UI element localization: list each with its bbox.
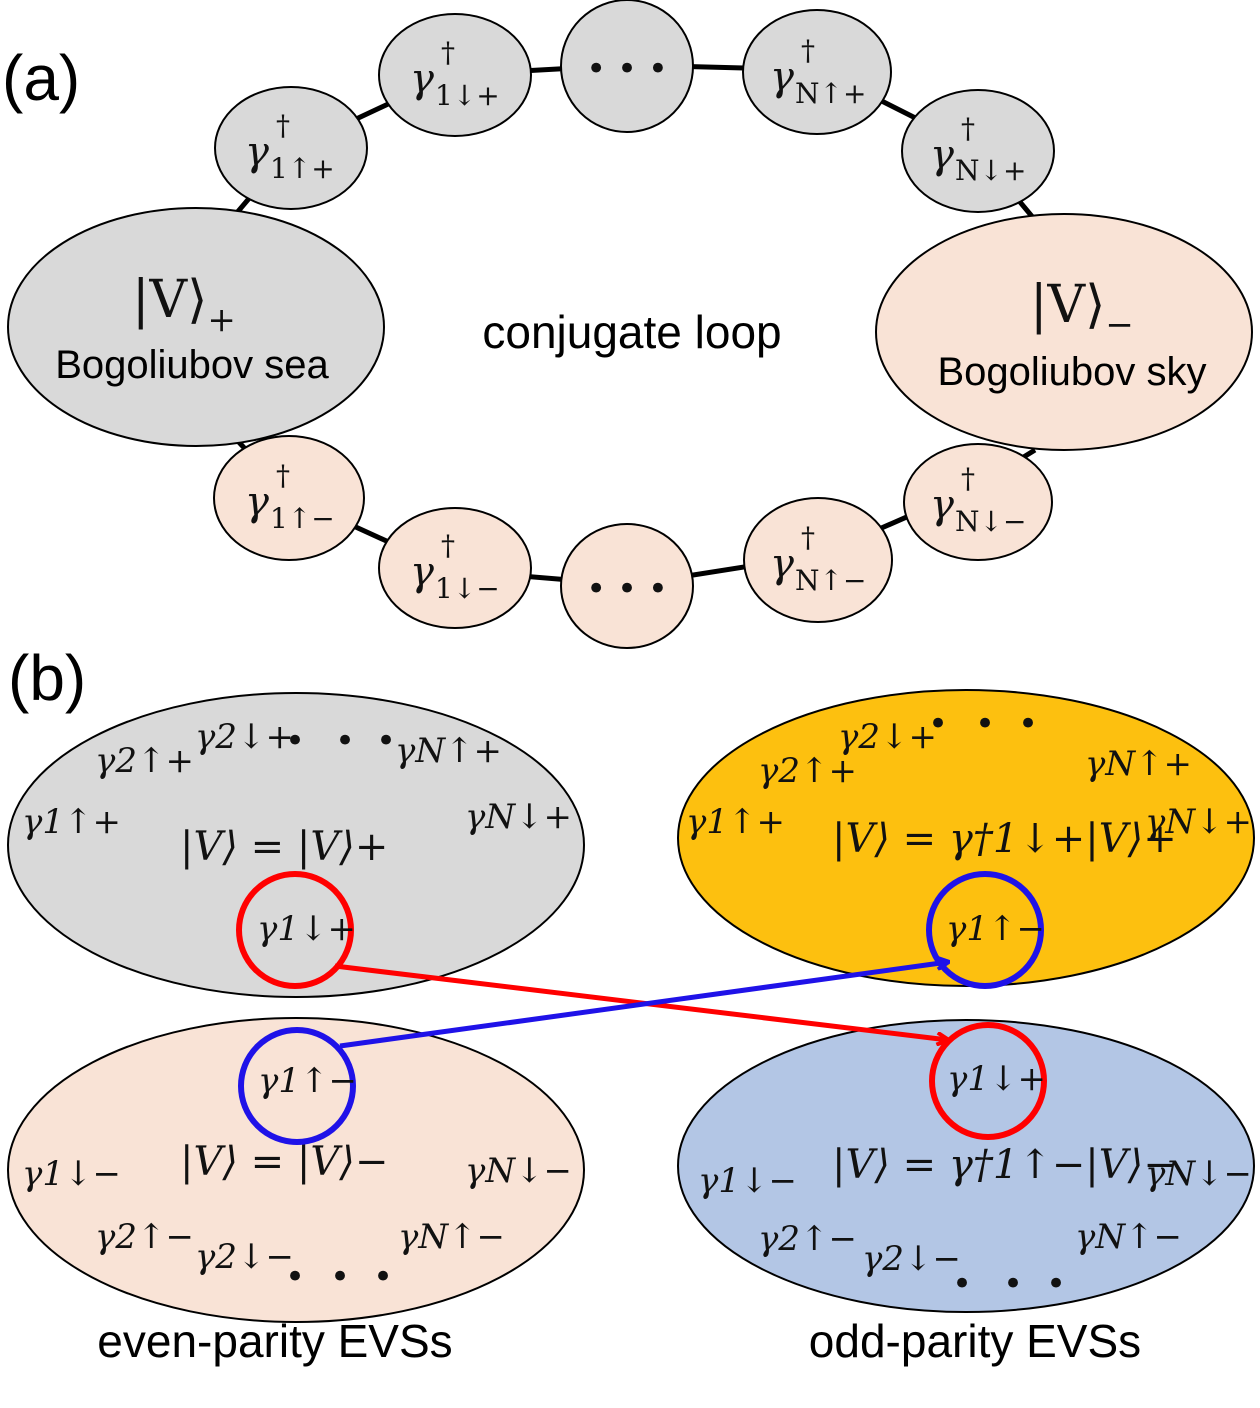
- svg-text:•: •: [330, 1257, 350, 1297]
- op-node-Nup-plus: γ † N↑+: [742, 9, 892, 135]
- svg-text:•: •: [952, 1264, 972, 1304]
- svg-text:γ: γ: [410, 549, 434, 595]
- svg-text:†: †: [961, 112, 975, 145]
- svg-text:•: •: [335, 721, 355, 761]
- svg-text:γN↓+: γN↓+: [1145, 802, 1252, 842]
- state-odd-plus: |V⟩ = γ†1↓+|V⟩+: [832, 816, 1177, 862]
- svg-text:γ2↓+: γ2↓+: [195, 717, 294, 757]
- sea-ket: |V⟩+: [132, 270, 236, 340]
- svg-text:γ1↓−: γ1↓−: [22, 1154, 121, 1194]
- highlight-g1up-minus-target: γ1↑−: [926, 871, 1045, 989]
- svg-text:γN↑+: γN↑+: [1085, 744, 1192, 784]
- svg-text:•: •: [1018, 704, 1038, 744]
- svg-text:γ: γ: [410, 56, 434, 102]
- svg-text:•: •: [285, 721, 305, 761]
- even-plus-ellipse: γ2↑+ γ2↓+ • • • γN↑+ γ1↑+ γN↓+ |V⟩ = |V⟩…: [7, 692, 585, 998]
- svg-text:•: •: [285, 1257, 305, 1297]
- svg-text:γ: γ: [770, 541, 794, 587]
- state-even-plus: |V⟩ = |V⟩+: [180, 824, 388, 870]
- panel-b-label: (b): [8, 642, 86, 714]
- svg-text:γ1↑+: γ1↑+: [22, 802, 121, 842]
- highlight-g1dn-plus-source: γ1↓+: [236, 871, 356, 989]
- svg-text:γ2↑−: γ2↑−: [95, 1217, 194, 1257]
- bogoliubov-sky-node: |V⟩− Bogoliubov sky: [875, 213, 1253, 451]
- svg-text:γ1↓−: γ1↓−: [698, 1161, 797, 1201]
- sky-ket: |V⟩−: [1030, 275, 1134, 345]
- panel-a: (a) |V⟩+ Bogoliubov sea |V⟩− Bogoliubov …: [2, 0, 1253, 649]
- svg-text:†: †: [801, 521, 815, 554]
- svg-text:†: †: [441, 36, 455, 69]
- svg-text:†: †: [801, 34, 815, 67]
- op-node-1up-plus: γ † 1↑+: [214, 86, 368, 210]
- svg-text:1↑+: 1↑+: [270, 152, 335, 185]
- svg-text:γN↑−: γN↑−: [1075, 1217, 1182, 1257]
- svg-text:γ1↓+: γ1↓+: [257, 909, 356, 949]
- svg-text:•: •: [928, 704, 948, 744]
- svg-text:•: •: [1046, 1264, 1066, 1304]
- svg-text:γN↓−: γN↓−: [1145, 1154, 1252, 1194]
- svg-text:γN↑+: γN↑+: [395, 731, 502, 771]
- svg-text:γ1↓+: γ1↓+: [947, 1059, 1046, 1099]
- odd-parity-caption: odd-parity EVSs: [809, 1315, 1141, 1367]
- sea-caption: Bogoliubov sea: [55, 343, 329, 387]
- op-node-Nup-minus: γ † N↑−: [743, 497, 893, 623]
- svg-text:•: •: [975, 704, 995, 744]
- even-minus-ellipse: γ1↓− γN↓− |V⟩ = |V⟩− γ2↑− γ2↓− • • • γN↑…: [7, 1017, 585, 1323]
- svg-text:†: †: [961, 462, 975, 495]
- svg-text:•: •: [376, 721, 396, 761]
- svg-text:1↓+: 1↓+: [435, 79, 500, 112]
- svg-text:1↓−: 1↓−: [435, 572, 500, 605]
- op-node-Ndn-plus: γ † N↓+: [901, 89, 1055, 213]
- op-node-dots-top: • • •: [560, 0, 694, 133]
- svg-text:γN↓−: γN↓−: [465, 1151, 572, 1191]
- op-node-1dn-plus: γ † 1↓+: [378, 13, 532, 137]
- svg-text:•: •: [1003, 1264, 1023, 1304]
- svg-text:N↑+: N↑+: [795, 77, 866, 110]
- conjugate-loop-label: conjugate loop: [482, 306, 781, 358]
- svg-text:γ2↓−: γ2↓−: [862, 1239, 961, 1279]
- svg-text:γ2↓+: γ2↓+: [838, 717, 937, 757]
- svg-text:γ1↑−: γ1↑−: [946, 909, 1045, 949]
- svg-text:N↓−: N↓−: [955, 505, 1026, 538]
- highlight-g1dn-plus-target: γ1↓+: [929, 1022, 1047, 1140]
- dots-bottom: • • •: [586, 569, 668, 609]
- svg-text:N↑−: N↑−: [795, 564, 866, 597]
- svg-text:γ2↑−: γ2↑−: [758, 1219, 857, 1259]
- odd-minus-ellipse: γ1↓− γN↓− |V⟩ = γ†1↑−|V⟩− γ2↑− γ2↓− • • …: [677, 1019, 1255, 1313]
- svg-text:γ2↑+: γ2↑+: [95, 741, 194, 781]
- op-node-dots-bottom: • • •: [560, 523, 694, 649]
- panel-a-label: (a): [2, 42, 80, 114]
- svg-text:γ2↑+: γ2↑+: [758, 751, 857, 791]
- svg-text:γ: γ: [930, 482, 954, 528]
- op-node-1up-minus: γ † 1↑−: [213, 435, 365, 561]
- panel-b: (b) γ2↑+ γ2↓+ • • • γN↑+ γ1↑+ γN↓+ |V⟩ =…: [7, 642, 1255, 1367]
- even-parity-caption: even-parity EVSs: [97, 1315, 452, 1367]
- sky-caption: Bogoliubov sky: [937, 350, 1206, 394]
- op-node-1dn-minus: γ † 1↓−: [378, 507, 532, 629]
- state-odd-minus: |V⟩ = γ†1↑−|V⟩−: [832, 1142, 1177, 1188]
- svg-text:γ: γ: [770, 54, 794, 100]
- svg-text:γ: γ: [245, 129, 269, 175]
- state-even-minus: |V⟩ = |V⟩−: [180, 1139, 388, 1185]
- blue-transfer-arrow: [339, 962, 948, 1049]
- highlight-g1up-minus-source: γ1↑−: [238, 1027, 357, 1145]
- svg-text:•: •: [373, 1257, 393, 1297]
- svg-text:†: †: [276, 459, 290, 492]
- svg-text:†: †: [276, 109, 290, 142]
- odd-plus-ellipse: γ2↓+ • • • γ2↑+ γN↑+ γ1↑+ γN↓+ |V⟩ = γ†1…: [677, 689, 1255, 987]
- svg-text:γ2↓−: γ2↓−: [195, 1237, 294, 1277]
- svg-text:γ1↑−: γ1↑−: [258, 1061, 357, 1101]
- svg-text:γ1↑+: γ1↑+: [686, 802, 785, 842]
- svg-text:N↓+: N↓+: [955, 154, 1026, 187]
- bogoliubov-sea-node: |V⟩+ Bogoliubov sea: [7, 207, 385, 447]
- svg-text:1↑−: 1↑−: [270, 502, 335, 535]
- svg-text:γ: γ: [930, 132, 954, 178]
- dots-top: • • •: [586, 49, 668, 89]
- svg-text:γN↑−: γN↑−: [398, 1217, 505, 1257]
- svg-text:γ: γ: [245, 479, 269, 525]
- svg-text:γN↓+: γN↓+: [465, 797, 572, 837]
- svg-text:†: †: [441, 529, 455, 562]
- op-node-Ndn-minus: γ † N↓−: [903, 443, 1053, 561]
